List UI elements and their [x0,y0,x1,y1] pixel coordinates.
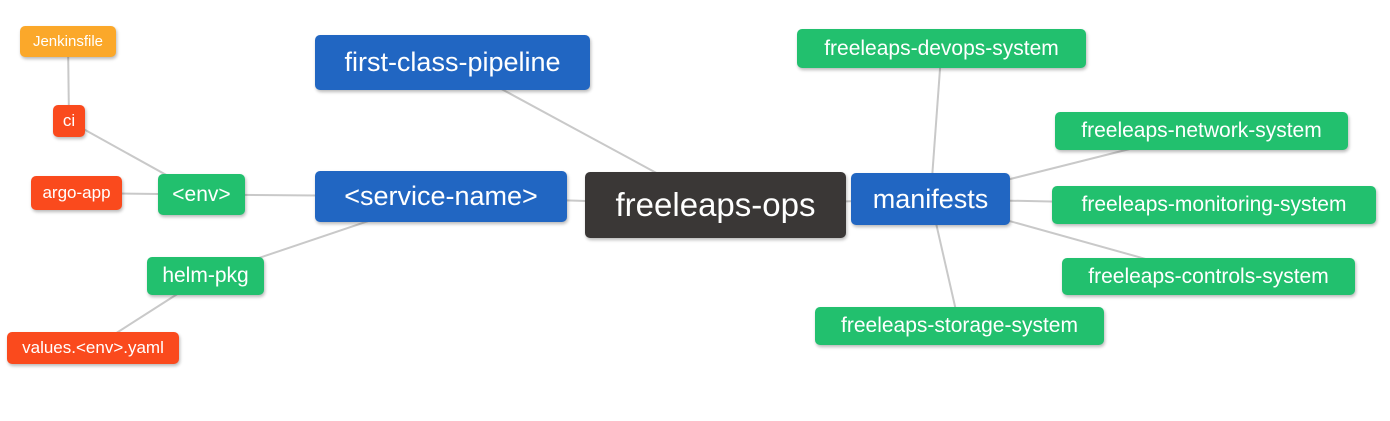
node-values-env-yaml[interactable]: values.<env>.yaml [7,332,179,364]
node-helm-pkg[interactable]: helm-pkg [147,257,264,295]
node-freeleaps-ops[interactable]: freeleaps-ops [585,172,846,238]
node-network-system[interactable]: freeleaps-network-system [1055,112,1348,150]
node-devops-system[interactable]: freeleaps-devops-system [797,29,1086,68]
node-manifests[interactable]: manifests [851,173,1010,225]
node-monitoring-system[interactable]: freeleaps-monitoring-system [1052,186,1376,224]
node-ci[interactable]: ci [53,105,85,137]
node-service-name[interactable]: <service-name> [315,171,567,222]
node-controls-system[interactable]: freeleaps-controls-system [1062,258,1355,295]
node-storage-system[interactable]: freeleaps-storage-system [815,307,1104,345]
node-jenkinsfile[interactable]: Jenkinsfile [20,26,116,57]
node-first-class-pipeline[interactable]: first-class-pipeline [315,35,590,90]
node-argo-app[interactable]: argo-app [31,176,122,210]
node-env[interactable]: <env> [158,174,245,215]
